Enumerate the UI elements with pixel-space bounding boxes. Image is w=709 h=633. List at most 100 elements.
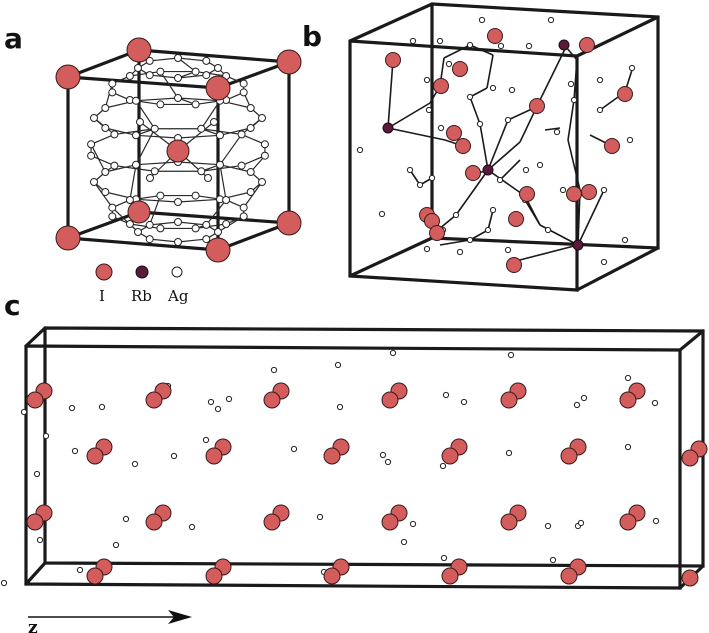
silver-atom <box>651 399 659 407</box>
silver-atom <box>442 391 450 399</box>
iodine-atom <box>145 391 163 409</box>
silver-atom <box>197 124 206 133</box>
silver-atom <box>207 398 215 406</box>
silver-atom <box>101 104 110 112</box>
silver-atom <box>146 174 154 182</box>
silver-atom <box>437 124 445 132</box>
iodine-atom <box>276 49 302 75</box>
silver-atom <box>497 42 505 50</box>
iodine-atom <box>500 513 518 531</box>
silver-atom <box>191 224 200 233</box>
iodine-atom <box>127 200 151 224</box>
silver-atom <box>112 541 120 549</box>
silver-atom <box>600 258 608 266</box>
iodine-atom <box>446 125 462 141</box>
silver-atom <box>456 248 464 256</box>
iodine-atom <box>487 28 503 44</box>
iodine-atom <box>126 37 152 63</box>
silver-atom <box>174 54 182 62</box>
silver-atom <box>580 394 588 402</box>
iodine-atom <box>263 513 281 531</box>
bond <box>565 46 578 61</box>
bond <box>486 54 494 89</box>
bond <box>90 155 115 167</box>
iodine-atom <box>26 391 44 409</box>
silver-atom <box>216 160 224 169</box>
bond <box>567 99 575 141</box>
iodine-atom <box>86 447 104 465</box>
iodine-atom <box>579 37 595 53</box>
bond <box>469 87 488 98</box>
silver-atom <box>504 116 512 124</box>
bond <box>439 239 471 246</box>
silver-atom <box>174 218 182 226</box>
silver-atom <box>202 436 210 444</box>
panel-a-iodine-atoms <box>55 37 302 263</box>
silver-atom <box>191 67 200 76</box>
silver-atom <box>33 470 41 478</box>
silver-atom <box>68 404 76 412</box>
iodine-atom <box>385 52 401 68</box>
silver-atom <box>87 140 96 149</box>
iodine-atom <box>205 75 231 101</box>
bond <box>499 159 521 181</box>
silver-atom <box>466 93 474 101</box>
panel-c-label: c <box>4 289 21 322</box>
bond <box>219 127 251 136</box>
silver-atom <box>71 447 79 455</box>
silver-atom <box>439 462 447 470</box>
panel-b-disordered-cell <box>348 2 660 292</box>
bond <box>219 164 227 201</box>
silver-atom <box>197 167 206 176</box>
silver-atom <box>549 556 557 564</box>
panel-b-label: b <box>302 20 322 53</box>
silver-atom <box>466 41 474 49</box>
bond <box>573 59 578 101</box>
silver-atom <box>246 188 255 196</box>
silver-atom <box>547 16 555 24</box>
silver-atom <box>156 191 165 200</box>
bond <box>387 102 431 129</box>
legend-label-iodine: I <box>99 287 105 305</box>
bond <box>135 198 179 203</box>
iodine-atom <box>506 257 522 273</box>
silver-atom <box>489 206 497 214</box>
silver-atom <box>110 161 119 170</box>
silver-atom <box>621 236 629 244</box>
silver-atom <box>246 104 255 112</box>
bond <box>205 199 227 226</box>
silver-atom <box>156 100 165 109</box>
bond <box>90 133 115 145</box>
silver-atom <box>101 188 110 196</box>
iodine-atom <box>381 391 399 409</box>
silver-atom <box>174 238 182 246</box>
bond <box>129 223 161 230</box>
cell-back-face <box>430 2 660 250</box>
bond <box>135 161 179 166</box>
silver-atom <box>505 449 513 457</box>
bond <box>507 107 535 121</box>
silver-atom <box>260 151 269 160</box>
silver-atom <box>145 56 154 65</box>
silver-atom <box>239 212 248 221</box>
iodine-atom <box>145 513 163 531</box>
silver-atom <box>42 432 50 440</box>
bond <box>443 44 471 59</box>
silver-atom <box>316 513 324 521</box>
silver-atom <box>145 235 154 244</box>
iodine-atom <box>681 569 699 587</box>
silver-atom <box>260 140 269 149</box>
bond <box>135 100 156 130</box>
iodine-atom <box>519 186 535 202</box>
silver-atom <box>237 130 246 139</box>
panel-b-silver-atoms <box>356 16 636 266</box>
silver-atom <box>389 349 397 357</box>
bond <box>241 133 266 145</box>
bond <box>177 97 221 102</box>
iodine-atom <box>323 567 341 585</box>
bond <box>135 128 156 165</box>
silver-atom <box>624 374 632 382</box>
iodine-atom <box>617 86 633 102</box>
silver-atom <box>108 88 117 97</box>
silver-atom <box>504 246 512 254</box>
